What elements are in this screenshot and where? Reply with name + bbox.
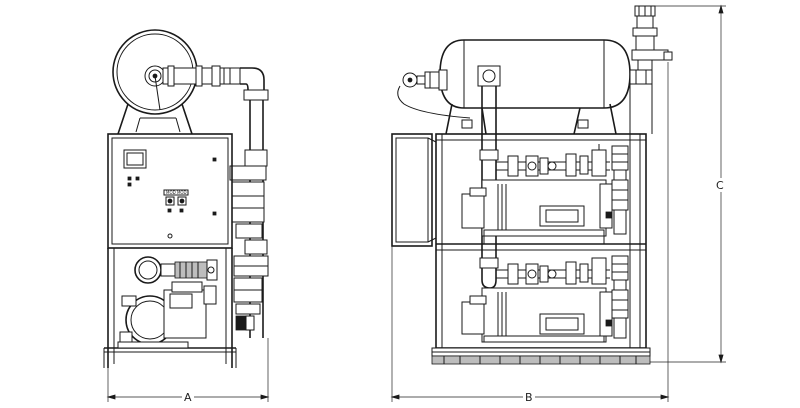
front-tank bbox=[439, 39, 631, 135]
front-control-cabinet bbox=[391, 133, 437, 247]
dimension-a: A bbox=[106, 338, 270, 404]
side-tank bbox=[112, 29, 198, 135]
front-header-pipe bbox=[477, 65, 501, 289]
front-relief-valve bbox=[629, 5, 673, 85]
front-frame bbox=[431, 133, 651, 365]
side-outlet-pipe bbox=[162, 65, 269, 101]
dimension-b-label: B bbox=[525, 391, 533, 404]
front-inlet-fittings bbox=[397, 69, 471, 119]
dimension-c-label: C bbox=[716, 179, 724, 192]
side-vacuum-pump bbox=[117, 256, 218, 349]
dimension-b: B bbox=[390, 62, 670, 404]
svg-text:MOD MOD: MOD MOD bbox=[166, 190, 187, 195]
dimension-c: C bbox=[650, 4, 728, 364]
front-lower-pump bbox=[461, 255, 629, 343]
front-view bbox=[391, 5, 673, 365]
side-control-cabinet: MOD MOD bbox=[107, 133, 233, 249]
side-riser-pipe bbox=[229, 100, 269, 338]
side-view: MOD MOD bbox=[103, 29, 269, 368]
dimension-a-label: A bbox=[184, 391, 192, 404]
front-upper-pump bbox=[461, 144, 629, 244]
front-right-column bbox=[629, 84, 653, 348]
